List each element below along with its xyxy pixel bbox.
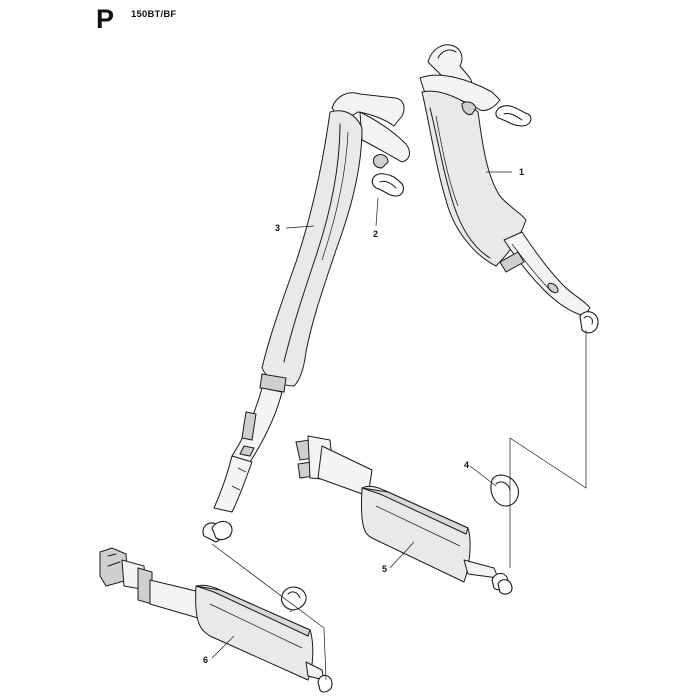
callout-leaders bbox=[211, 171, 512, 659]
callout-2: 2 bbox=[373, 229, 378, 239]
callout-1: 1 bbox=[519, 167, 524, 177]
hip-belt-pad-left bbox=[99, 547, 333, 693]
d-ring-loose bbox=[280, 586, 307, 611]
assembly-lines bbox=[211, 330, 587, 681]
s-hook-upper bbox=[495, 105, 532, 127]
model-label: 150BT/BF bbox=[131, 9, 177, 20]
s-hook-2 bbox=[371, 173, 405, 197]
hip-belt-pad-right bbox=[295, 435, 513, 595]
callout-5: 5 bbox=[382, 564, 387, 574]
callout-3: 3 bbox=[275, 223, 280, 233]
callout-6: 6 bbox=[203, 655, 208, 665]
shoulder-pad-right bbox=[419, 44, 599, 334]
shoulder-strap-left bbox=[202, 92, 410, 543]
d-ring-4 bbox=[490, 474, 519, 507]
page-letter: P bbox=[96, 4, 115, 34]
callout-4: 4 bbox=[464, 460, 469, 470]
